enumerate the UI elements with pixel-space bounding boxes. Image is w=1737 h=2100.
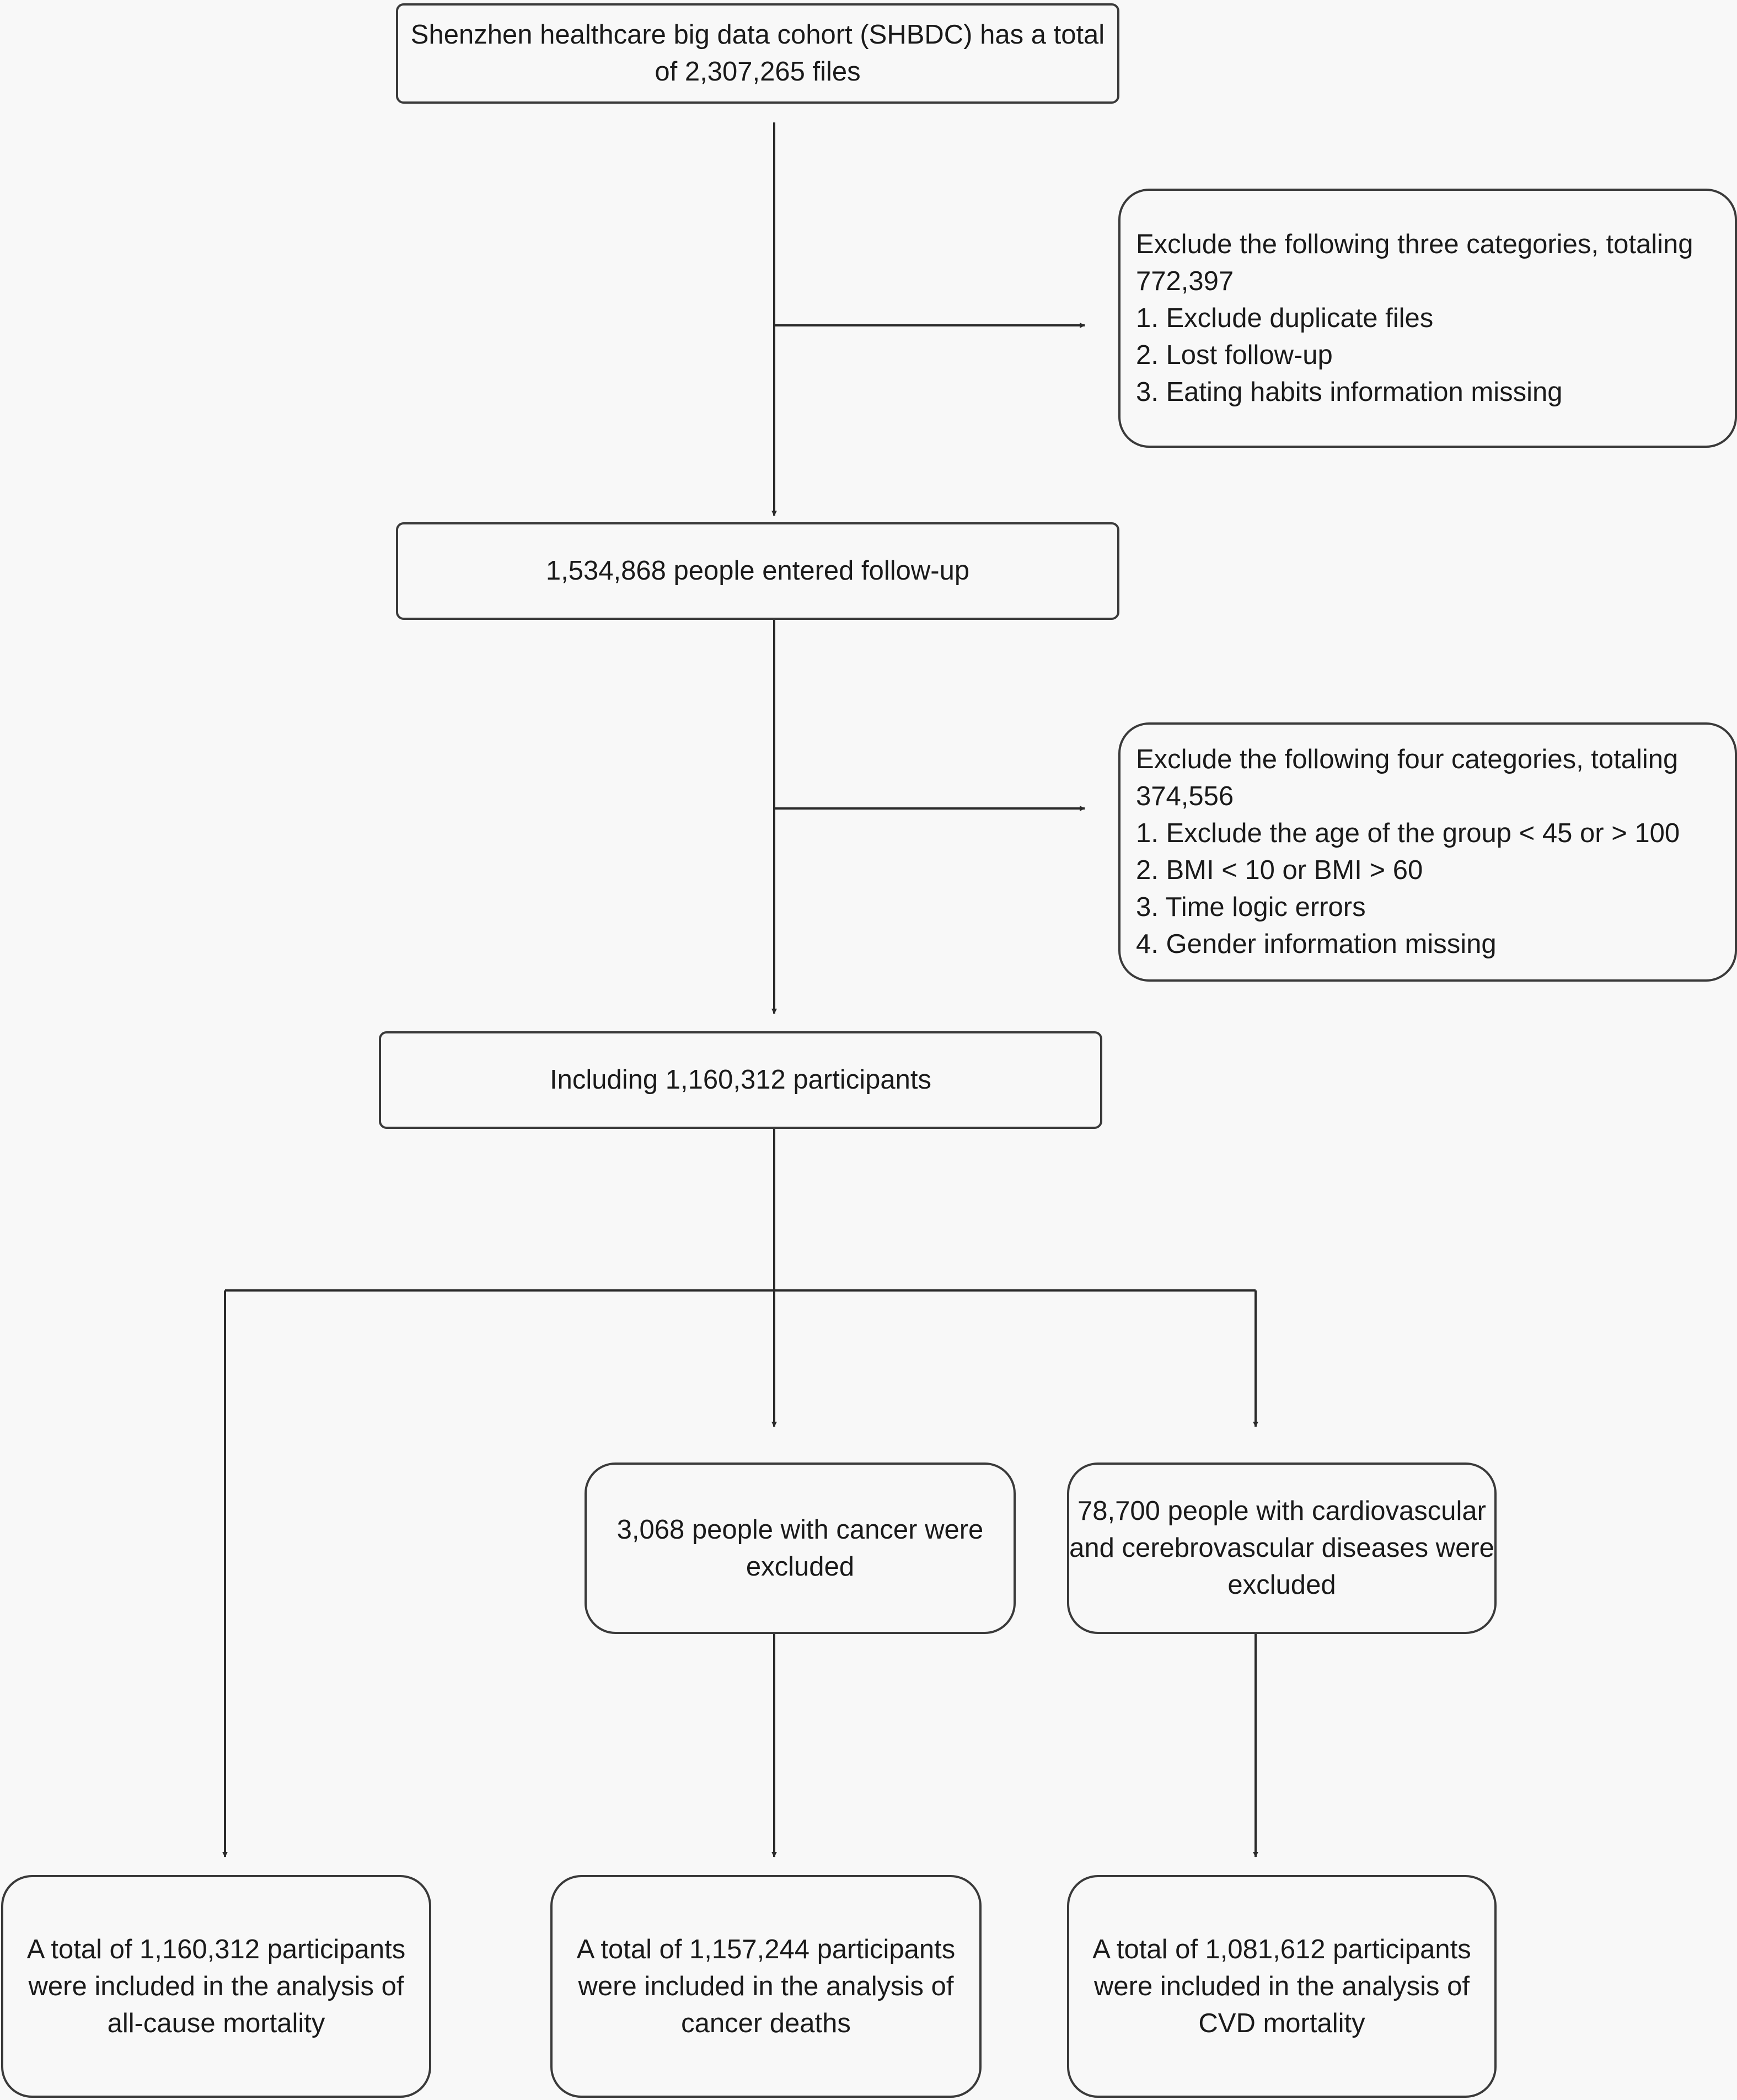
cvd-excluded-box: 78,700 people with cardiovascular and ce… bbox=[1067, 1462, 1497, 1634]
allcause-outcome-line-2: were included in the analysis of bbox=[28, 1971, 404, 2001]
cancer-outcome-line-2: were included in the analysis of bbox=[578, 1971, 954, 2001]
followup-box: 1,534,868 people entered follow-up bbox=[396, 522, 1119, 620]
allcause-outcome-line-3: all-cause mortality bbox=[107, 2008, 325, 2038]
exclusion-box-1: Exclude the following three categories, … bbox=[1118, 189, 1737, 448]
cancer-outcome-line-1: A total of 1,157,244 participants bbox=[576, 1934, 956, 1964]
cancer-excluded-box: 3,068 people with cancer were excluded bbox=[585, 1462, 1016, 1634]
exclusion-box-2: Exclude the following four categories, t… bbox=[1118, 722, 1737, 982]
cohort-source-box: Shenzhen healthcare big data cohort (SHB… bbox=[396, 3, 1119, 104]
cancer-outcome-box: A total of 1,157,244 participants were i… bbox=[550, 1875, 982, 2098]
cvd-outcome-line-3: CVD mortality bbox=[1198, 2008, 1365, 2038]
cvd-excluded-line-2: and cerebrovascular diseases were bbox=[1069, 1533, 1494, 1563]
exclusion-1-line-3: 1. Exclude duplicate files bbox=[1136, 303, 1434, 333]
cancer-excluded-line-2: excluded bbox=[746, 1551, 855, 1582]
included-participants-box: Including 1,160,312 participants bbox=[379, 1031, 1102, 1129]
cvd-outcome-box: A total of 1,081,612 participants were i… bbox=[1067, 1875, 1497, 2098]
exclusion-2-line-5: 3. Time logic errors bbox=[1136, 892, 1366, 922]
exclusion-2-line-4: 2. BMI < 10 or BMI > 60 bbox=[1136, 855, 1423, 885]
cohort-source-text-line-2: of 2,307,265 files bbox=[655, 57, 861, 87]
followup-text: 1,534,868 people entered follow-up bbox=[545, 556, 970, 586]
cohort-source-text-line-1: Shenzhen healthcare big data cohort (SHB… bbox=[410, 20, 1105, 50]
cvd-excluded-line-3: excluded bbox=[1227, 1570, 1336, 1600]
exclusion-1-line-1: Exclude the following three categories, … bbox=[1136, 229, 1693, 259]
exclusion-1-line-5: 3. Eating habits information missing bbox=[1136, 377, 1563, 407]
cvd-excluded-line-1: 78,700 people with cardiovascular bbox=[1077, 1496, 1486, 1526]
included-participants-text: Including 1,160,312 participants bbox=[550, 1065, 931, 1095]
cvd-outcome-line-2: were included in the analysis of bbox=[1094, 1971, 1470, 2001]
exclusion-2-line-6: 4. Gender information missing bbox=[1136, 929, 1497, 959]
exclusion-2-line-1: Exclude the following four categories, t… bbox=[1136, 744, 1679, 774]
cvd-outcome-line-1: A total of 1,081,612 participants bbox=[1092, 1934, 1471, 1964]
allcause-outcome-line-1: A total of 1,160,312 participants bbox=[26, 1934, 406, 1964]
exclusion-1-line-2: 772,397 bbox=[1136, 266, 1234, 296]
cancer-outcome-line-3: cancer deaths bbox=[681, 2008, 851, 2038]
cancer-excluded-line-1: 3,068 people with cancer were bbox=[616, 1514, 984, 1545]
exclusion-1-line-4: 2. Lost follow-up bbox=[1136, 340, 1333, 370]
exclusion-2-line-3: 1. Exclude the age of the group < 45 or … bbox=[1136, 818, 1680, 848]
exclusion-2-line-2: 374,556 bbox=[1136, 781, 1234, 811]
allcause-outcome-box: A total of 1,160,312 participants were i… bbox=[1, 1875, 431, 2098]
